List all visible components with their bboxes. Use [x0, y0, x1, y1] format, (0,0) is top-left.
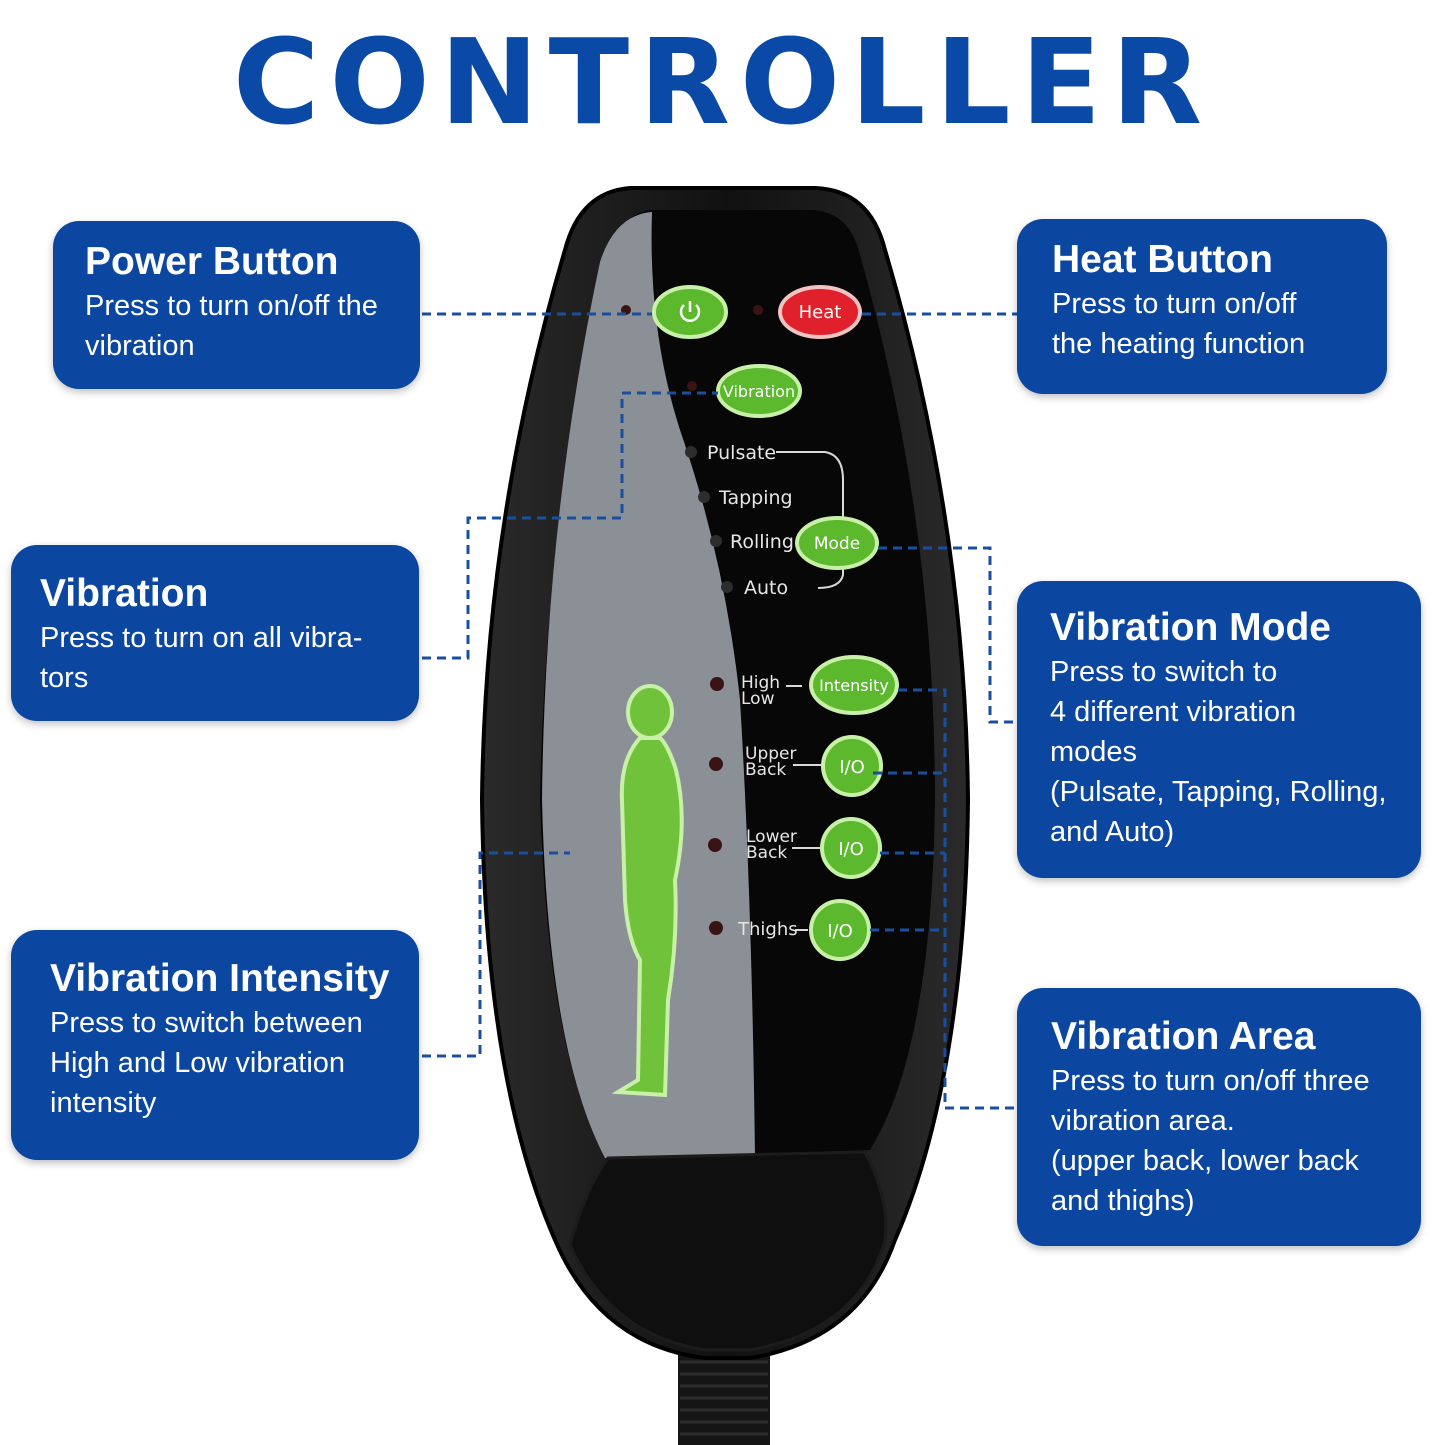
- thighs-io-label: I/O: [827, 921, 853, 942]
- low-label: Low: [741, 689, 775, 709]
- lower-back-led: [708, 838, 722, 852]
- heat-card-description: Press to turn on/off the heating functio…: [1052, 287, 1306, 360]
- power-card-description: Press to turn on/off the vibration: [85, 289, 378, 362]
- pulsate-led: [685, 446, 697, 458]
- mode-button-label: Mode: [814, 534, 860, 554]
- area-callout-line: [870, 688, 1018, 1110]
- lower-back-label-1: Lower: [746, 827, 797, 847]
- thighs-io-button[interactable]: I/O: [809, 899, 871, 961]
- intensity-button-label: Intensity: [819, 676, 889, 695]
- rolling-led: [710, 535, 722, 547]
- vibration-button[interactable]: Vibration: [716, 364, 802, 418]
- upper-back-io-button[interactable]: I/O: [821, 735, 883, 797]
- intensity-led: [710, 677, 724, 691]
- upper-back-label-1: Upper: [745, 744, 796, 764]
- lower-back-io-label: I/O: [838, 839, 864, 860]
- thighs-led: [709, 921, 723, 935]
- vibration-card-description: Press to turn on all vibra- tors: [40, 621, 363, 694]
- area-card-description: Press to turn on/off three vibration are…: [1051, 1064, 1370, 1217]
- upper-back-io-label: I/O: [839, 757, 865, 778]
- heat-button[interactable]: Heat: [778, 285, 862, 339]
- vibration-led: [687, 381, 697, 391]
- heat-card-heading: Heat Button: [1052, 238, 1273, 281]
- area-card-heading: Vibration Area: [1051, 1015, 1316, 1058]
- high-label: High: [741, 673, 780, 693]
- mode-rolling-label: Rolling: [730, 531, 794, 553]
- vibration-card: Vibration Press to turn on all vibra- to…: [11, 545, 419, 721]
- heat-button-label: Heat: [799, 302, 842, 323]
- remote-grip: [568, 1150, 888, 1352]
- power-button-card: Power Button Press to turn on/off the vi…: [53, 221, 420, 389]
- intensity-card-description: Press to switch between High and Low vib…: [50, 1006, 363, 1119]
- mode-auto-label: Auto: [744, 577, 788, 599]
- intensity-card-heading: Vibration Intensity: [50, 957, 390, 1000]
- lower-back-label-2: Back: [746, 843, 787, 863]
- mode-tapping-label: Tapping: [718, 487, 793, 509]
- vibration-area-card: Vibration Area Press to turn on/off thre…: [1017, 988, 1421, 1246]
- upper-back-led: [709, 757, 723, 771]
- heat-led: [753, 305, 763, 315]
- mode-pulsate-label: Pulsate: [707, 442, 776, 464]
- power-button[interactable]: [652, 285, 728, 339]
- upper-back-label-2: Back: [745, 760, 786, 780]
- lower-back-io-button[interactable]: I/O: [820, 817, 882, 879]
- mode-button[interactable]: Mode: [795, 516, 879, 570]
- page-title: CONTROLLER: [232, 13, 1213, 151]
- human-figure-icon: [611, 684, 684, 1098]
- vibration-callout-line: [422, 391, 718, 660]
- intensity-callout-line: [422, 851, 570, 1058]
- mode-card-heading: Vibration Mode: [1050, 606, 1331, 649]
- heat-button-card: Heat Button Press to turn on/off the hea…: [1017, 219, 1387, 394]
- vibration-card-heading: Vibration: [40, 572, 209, 615]
- mode-callout-line: [878, 546, 1018, 724]
- intensity-button[interactable]: Intensity: [809, 655, 899, 715]
- thighs-label: Thighs: [737, 919, 798, 940]
- mode-card-description: Press to switch to 4 different vibration…: [1050, 655, 1387, 848]
- auto-led: [721, 581, 733, 593]
- tapping-led: [698, 491, 710, 503]
- power-card-heading: Power Button: [85, 240, 339, 283]
- power-icon: [679, 301, 701, 322]
- mode-bracket: [776, 451, 844, 589]
- vibration-intensity-card: Vibration Intensity Press to switch betw…: [11, 930, 419, 1160]
- vibration-button-label: Vibration: [723, 382, 795, 401]
- vibration-mode-card: Vibration Mode Press to switch to 4 diff…: [1017, 581, 1421, 878]
